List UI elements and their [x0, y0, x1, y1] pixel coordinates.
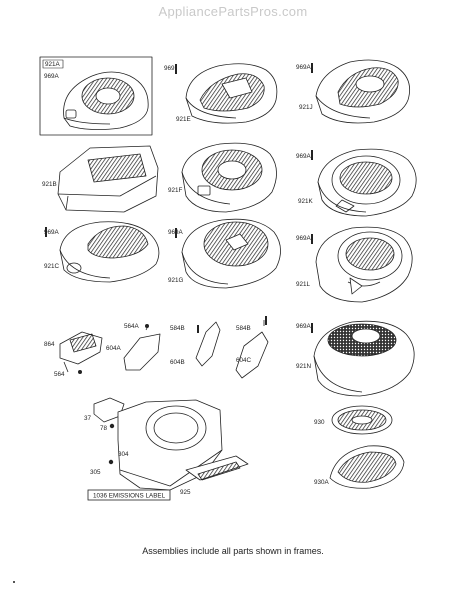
blower-housing-921B	[57, 145, 159, 213]
label-564: 564	[54, 371, 65, 378]
label-604C: 604C	[236, 357, 252, 364]
label-921C: 921C	[44, 263, 60, 270]
label-921N: 921N	[296, 363, 312, 370]
blower-housing-921L	[315, 226, 413, 303]
label-930A: 930A	[314, 479, 330, 486]
label-604B: 604B	[170, 359, 185, 366]
label-604A: 604A	[106, 345, 122, 352]
label-969A: 969A	[296, 153, 312, 160]
label-304: 304	[118, 451, 129, 458]
label-305: 305	[90, 469, 101, 476]
label-37: 37	[84, 415, 92, 422]
label-969A: 969A	[296, 323, 312, 330]
air-guide-604B	[195, 321, 221, 367]
label-969: 969	[164, 65, 175, 72]
label-921A: 921A	[45, 61, 61, 68]
label-969A: 969A	[296, 64, 312, 71]
blower-housing-assembly	[93, 397, 249, 491]
label-921J: 921J	[299, 104, 313, 111]
blower-housing-921F	[181, 142, 277, 213]
rotating-screen-930	[331, 405, 393, 435]
label-969A: 969A	[44, 73, 60, 80]
blower-housing-921A	[39, 56, 153, 136]
label-921F: 921F	[168, 187, 183, 194]
label-921K: 921K	[298, 198, 314, 205]
fasteners	[45, 63, 313, 465]
emissions-label-box	[87, 489, 171, 501]
label-969A: 969A	[44, 229, 60, 236]
label-584B: 584B	[236, 325, 251, 332]
blower-housing-921J	[315, 59, 411, 124]
label-864: 864	[44, 341, 55, 348]
emissions-label-text: 1036 EMISSIONS LABEL	[93, 493, 166, 500]
blower-housing-921K	[317, 148, 417, 217]
label-584B: 584B	[170, 325, 185, 332]
site-watermark: AppliancePartsPros.com	[158, 4, 308, 19]
assembly-note: Assemblies include all parts shown in fr…	[142, 546, 324, 556]
label-78: 78	[100, 425, 108, 432]
label-930: 930	[314, 419, 325, 426]
rotating-screen-930A	[329, 445, 405, 489]
air-guide-604A	[123, 325, 161, 371]
label-564A: 564A	[124, 323, 140, 330]
air-guide-604C	[235, 320, 269, 379]
blower-housing-921E	[185, 63, 278, 124]
blower-housing-921G	[181, 218, 281, 289]
label-925: 925	[180, 489, 191, 496]
label-969A: 969A	[168, 229, 184, 236]
label-969A: 969A	[296, 235, 312, 242]
blower-housing-921C	[59, 221, 160, 283]
blower-housing-921N	[313, 320, 415, 397]
label-921B: 921B	[42, 181, 57, 188]
label-921G: 921G	[168, 277, 184, 284]
label-921E: 921E	[176, 116, 191, 123]
label-921L: 921L	[296, 281, 311, 288]
air-guide-864	[59, 331, 103, 373]
stray-dot	[13, 581, 15, 583]
